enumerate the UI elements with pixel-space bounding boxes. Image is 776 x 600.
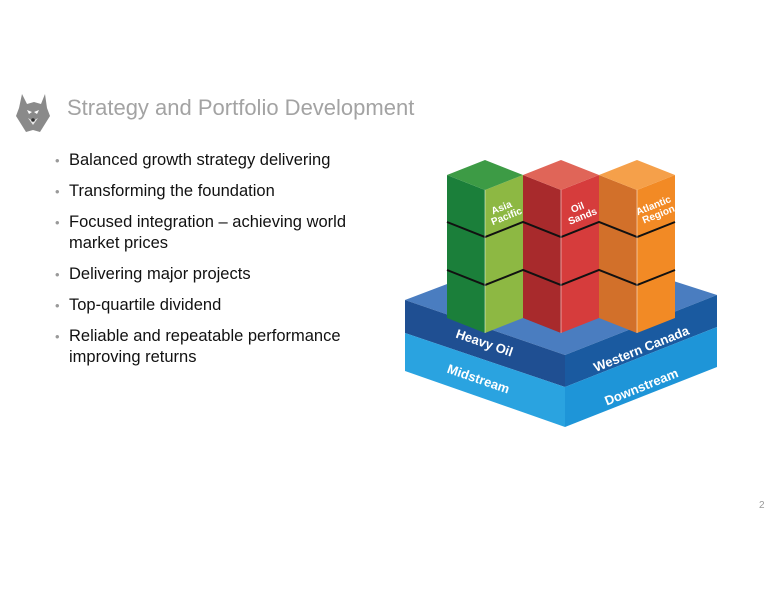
bullet-text: Balanced growth strategy delivering — [69, 151, 331, 169]
base-left-light — [405, 333, 565, 427]
bullet-text: Top-quartile dividend — [69, 296, 222, 314]
bullet-text: Reliable and repeatable performance impr… — [69, 327, 341, 366]
portfolio-blocks-graphic: Asia Pacific Oil Sands Atlantic Region H… — [405, 155, 725, 430]
base-right-light — [565, 327, 717, 427]
bullet-text: Delivering major projects — [69, 265, 251, 283]
husky-dog-icon — [16, 94, 50, 132]
red-column-front — [523, 175, 561, 333]
orange-column-side — [637, 175, 675, 333]
bullet-item: • Transforming the foundation — [55, 181, 375, 202]
red-column-side — [561, 175, 599, 333]
bullet-item: • Balanced growth strategy delivering — [55, 150, 375, 171]
green-column-side — [485, 175, 523, 333]
red-column-top — [523, 160, 599, 190]
bullet-dot-icon: • — [55, 298, 60, 313]
orange-column-front — [599, 175, 637, 333]
bullet-dot-icon: • — [55, 215, 60, 230]
base-left-dark — [405, 300, 565, 387]
bullet-item: • Top-quartile dividend — [55, 295, 375, 316]
bullet-dot-icon: • — [55, 184, 60, 199]
slide-title: Strategy and Portfolio Development — [67, 95, 415, 120]
bullet-dot-icon: • — [55, 267, 60, 282]
husky-logo — [12, 90, 54, 134]
page-number: 2 — [759, 500, 765, 511]
bullet-item: • Focused integration – achieving world m… — [55, 212, 375, 254]
orange-column-top — [599, 160, 675, 190]
column-edges — [484, 190, 638, 333]
bullet-item: • Reliable and repeatable performance imp… — [55, 326, 375, 368]
bullet-dot-icon: • — [55, 329, 60, 344]
bullet-text: Focused integration – achieving world ma… — [69, 213, 346, 252]
green-column-front — [447, 175, 485, 333]
bullet-list: • Balanced growth strategy delivering • Tr… — [55, 150, 375, 378]
bullet-item: • Delivering major projects — [55, 264, 375, 285]
green-column-top — [447, 160, 523, 190]
base-right-dark — [565, 295, 717, 387]
bullet-dot-icon: • — [55, 153, 60, 168]
bullet-text: Transforming the foundation — [69, 182, 275, 200]
